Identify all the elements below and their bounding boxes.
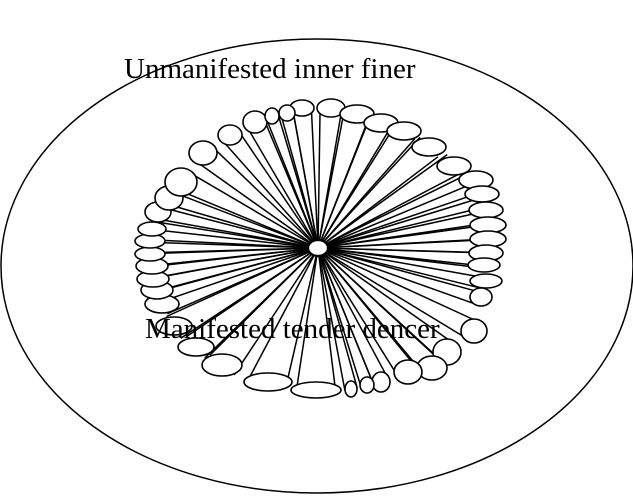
ring-bead xyxy=(412,138,446,156)
ring-bead xyxy=(469,202,503,218)
ring-bead xyxy=(218,125,242,145)
ring-bead xyxy=(189,141,217,165)
spoke-line xyxy=(318,137,420,248)
ring-bead xyxy=(470,274,502,288)
ring-bead xyxy=(468,258,500,272)
ring-bead xyxy=(279,105,295,121)
ring-bead xyxy=(470,288,492,306)
outer-label: Unmanifested inner finer xyxy=(124,53,416,85)
ring-bead xyxy=(202,354,242,376)
ring-bead xyxy=(244,373,292,391)
center-node xyxy=(308,240,328,256)
ring-bead xyxy=(372,372,390,392)
ring-bead xyxy=(394,360,422,384)
ring-bead xyxy=(265,108,279,124)
ring-bead xyxy=(165,168,197,196)
ring-bead xyxy=(345,381,357,397)
spoke-line xyxy=(318,248,484,289)
ring-bead xyxy=(243,111,267,133)
inner-label: Manifested tender dencer xyxy=(145,313,440,345)
ring-bead xyxy=(461,319,487,343)
ring-bead xyxy=(291,382,341,398)
ring-bead xyxy=(387,122,421,140)
ring-bead xyxy=(360,377,374,393)
ring-bead xyxy=(465,186,499,202)
spoke-line xyxy=(318,107,320,248)
ring-bead xyxy=(135,247,165,261)
ring-bead xyxy=(138,222,166,236)
